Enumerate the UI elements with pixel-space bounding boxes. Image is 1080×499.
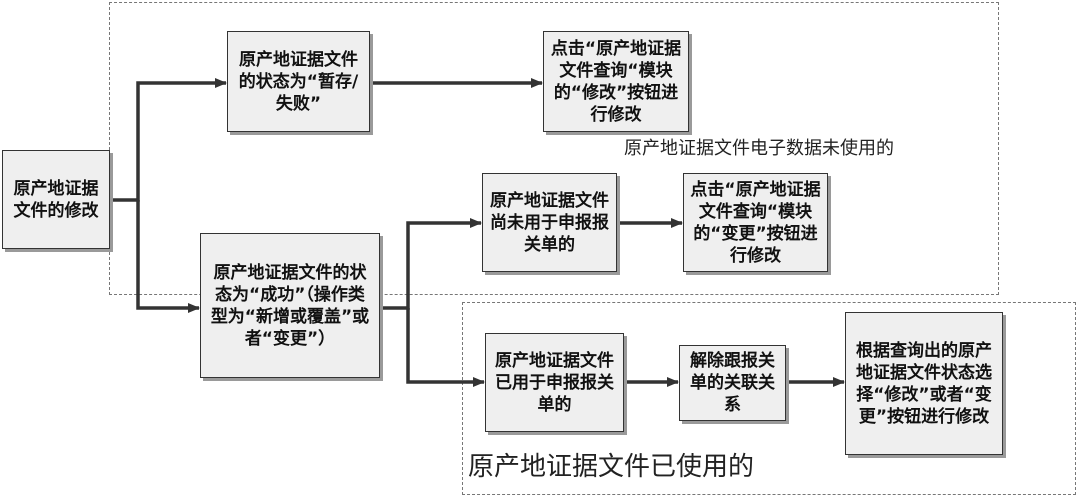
edge-success-to-used	[406, 308, 485, 387]
node-root: 原产地证据文件的修改	[2, 150, 110, 249]
node-used: 原产地证据文件已用于申报报关单的	[485, 333, 624, 432]
node-click-modify-top-text: 点击“原产地证据文件查询“模块的“修改”按钮进行修改	[550, 38, 682, 125]
node-used-text: 原产地证据文件已用于申报报关单的	[495, 350, 614, 415]
node-not-used: 原产地证据文件尚未用于申报报关单的	[482, 173, 617, 272]
region-unused	[109, 2, 999, 295]
node-choose-by-status: 根据查询出的原产地证据文件状态选择“修改”或者“变更”按钮进行修改	[845, 312, 1003, 455]
node-status-temp-text: 原产地证据文件的状态为“暂存/失败”	[238, 49, 359, 114]
region-unused-label: 原产地证据文件电子数据未使用的	[624, 138, 894, 159]
edge-root-to-success	[136, 200, 200, 313]
node-click-modify-top: 点击“原产地证据文件查询“模块的“修改”按钮进行修改	[543, 31, 689, 132]
node-unlink-text: 解除跟报关单的关联关系	[690, 351, 775, 415]
node-status-success: 原产地证据文件的状态为“成功”（操作类型为“新增或覆盖”或者“变更”）	[200, 233, 380, 378]
node-choose-by-status-text: 根据查询出的原产地证据文件状态选择“修改”或者“变更”按钮进行修改	[856, 340, 992, 427]
edge-root-to-temp	[110, 78, 227, 202]
node-unlink: 解除跟报关单的关联关系	[679, 345, 786, 421]
region-used-label: 原产地证据文件已使用的	[468, 452, 755, 482]
node-not-used-text: 原产地证据文件尚未用于申报报关单的	[490, 190, 609, 255]
region-used	[462, 302, 1076, 495]
node-click-change-text: 点击“原产地证据文件查询“模块的“变更”按钮进行修改	[690, 179, 821, 266]
node-root-text: 原产地证据文件的修改	[13, 178, 99, 221]
edge-success-to-not-used	[380, 218, 482, 310]
node-click-change: 点击“原产地证据文件查询“模块的“变更”按钮进行修改	[683, 173, 828, 272]
node-status-temp: 原产地证据文件的状态为“暂存/失败”	[227, 31, 370, 132]
node-status-success-text: 原产地证据文件的状态为“成功”（操作类型为“新增或覆盖”或者“变更”）	[210, 262, 370, 349]
